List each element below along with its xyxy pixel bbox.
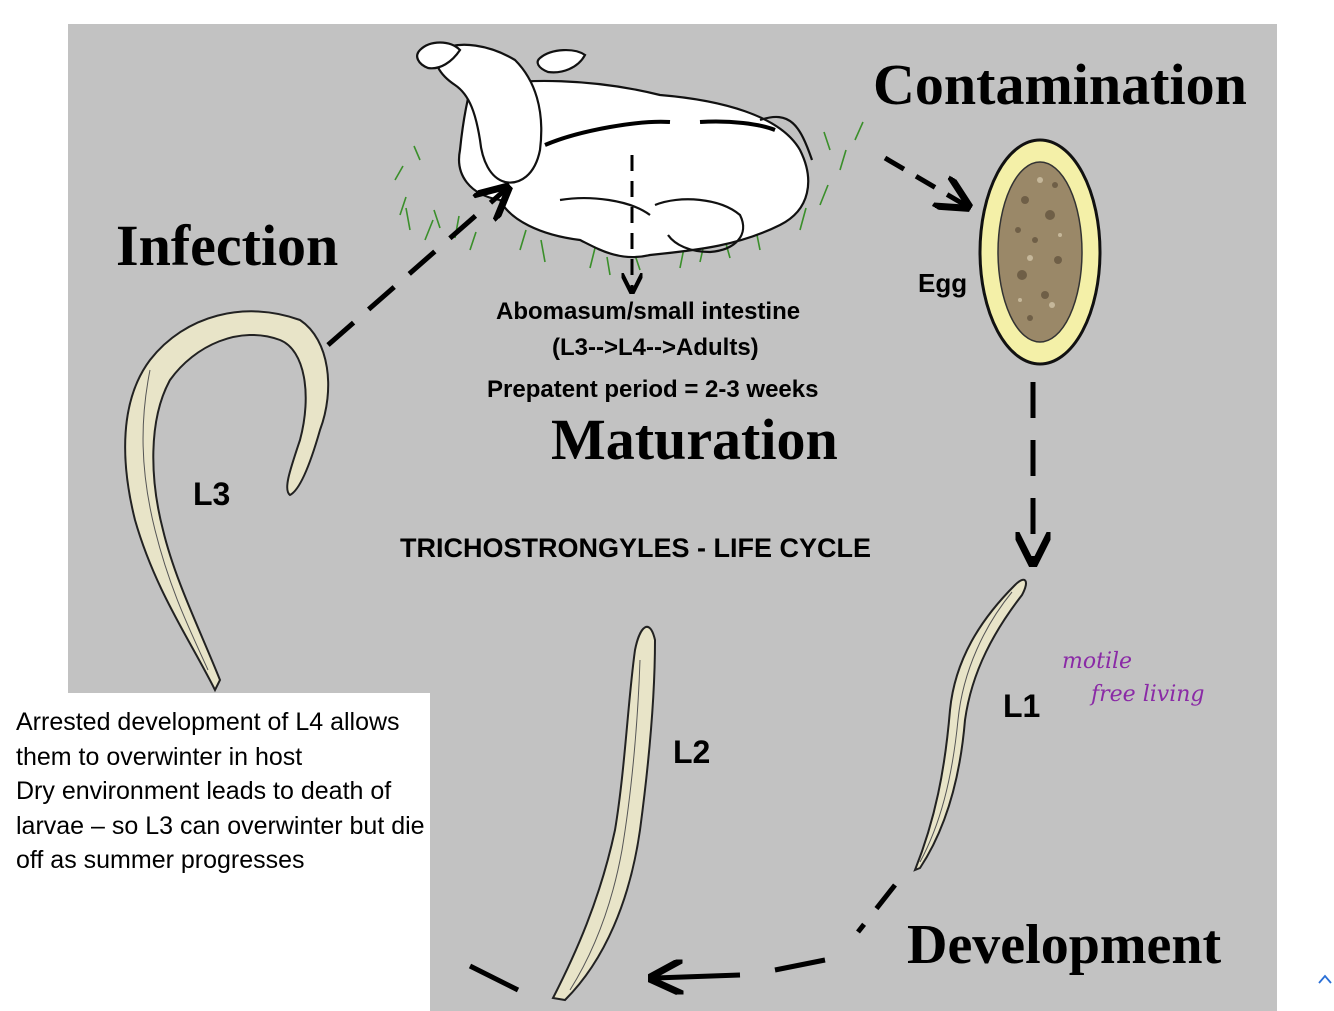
l1-larva — [915, 580, 1026, 870]
label-prepatent: Prepatent period = 2-3 weeks — [487, 378, 818, 402]
calf-illustration — [417, 43, 812, 258]
stage-development: Development — [907, 917, 1221, 973]
l2-larva — [553, 627, 655, 1000]
stage-infection: Infection — [116, 217, 338, 275]
arrow-l1-to-l2 — [655, 960, 825, 978]
notes-text: Arrested development of L4 allows them t… — [16, 705, 426, 878]
caret-up-icon — [1319, 976, 1331, 983]
handwritten-free-living: free living — [1091, 684, 1204, 706]
egg-illustration — [980, 140, 1100, 364]
arrow-l2-to-l3-segment — [470, 966, 518, 990]
label-l3: L3 — [193, 478, 230, 510]
handwritten-motile: motile — [1062, 651, 1132, 673]
arrow-l1-to-l2-segment — [858, 885, 895, 932]
label-l2: L2 — [673, 736, 710, 768]
label-site: Abomasum/small intestine — [496, 300, 800, 324]
notes-box: Arrested development of L4 allows them t… — [0, 693, 430, 1011]
stage-contamination: Contamination — [873, 56, 1247, 114]
label-l1: L1 — [1003, 690, 1040, 722]
arrow-calf-to-egg — [885, 158, 965, 205]
stage-maturation: Maturation — [551, 411, 838, 469]
arrow-l3-to-calf — [328, 190, 505, 345]
diagram-title: TRICHOSTRONGYLES - LIFE CYCLE — [400, 535, 871, 562]
label-egg: Egg — [918, 270, 967, 296]
label-site-stages: (L3-->L4-->Adults) — [552, 336, 759, 360]
